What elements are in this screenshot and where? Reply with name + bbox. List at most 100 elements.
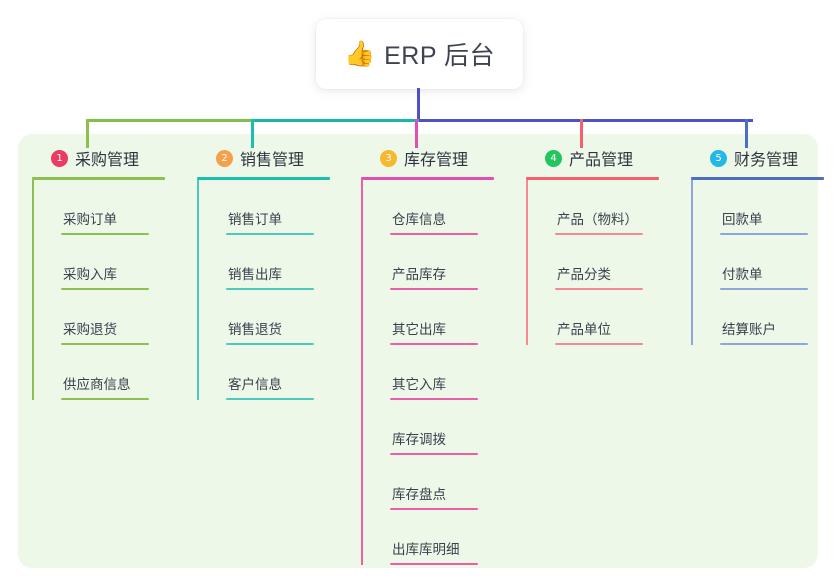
leaf-item-label: 结算账户: [722, 322, 776, 337]
leaf-item[interactable]: 出库库明细: [361, 510, 511, 565]
leaf-item-label: 采购退货: [63, 322, 117, 337]
leaf-item[interactable]: 库存调拨: [361, 400, 511, 455]
branch-drop-connector-5: [745, 119, 748, 148]
leaf-item-rule: [61, 233, 149, 235]
branch-drop-connector-1: [86, 119, 89, 148]
branch-spine-connector: [526, 180, 528, 345]
leaf-item-rule: [555, 233, 643, 235]
branch-header-rule: [197, 177, 330, 180]
leaf-item-label: 回款单: [722, 212, 763, 227]
branch-column-3: 3 库存管理仓库信息产品库存其它出库其它入库库存调拨库存盘点出库库明细: [361, 145, 511, 565]
leaf-list-1: 采购订单采购入库采购退货供应商信息: [32, 180, 182, 400]
leaf-item-rule: [226, 233, 314, 235]
leaf-item[interactable]: 采购退货: [32, 290, 182, 345]
leaf-item-rule: [61, 343, 149, 345]
leaf-item-rule: [390, 343, 478, 345]
leaf-item-rule: [390, 288, 478, 290]
root-node[interactable]: 👍 ERP 后台: [316, 19, 523, 89]
branch-title: 产品管理: [569, 152, 634, 169]
leaf-item-rule: [390, 508, 478, 510]
leaf-item-label: 出库库明细: [392, 542, 460, 557]
branch-header-1[interactable]: 1 采购管理: [32, 145, 182, 171]
leaf-item-rule: [720, 288, 808, 290]
branch-header-rule: [526, 177, 659, 180]
branch-drop-connector-2: [251, 119, 254, 148]
leaf-item-label: 采购订单: [63, 212, 117, 227]
leaf-list-3: 仓库信息产品库存其它出库其它入库库存调拨库存盘点出库库明细: [361, 180, 511, 565]
leaf-item[interactable]: 供应商信息: [32, 345, 182, 400]
bus-teal-connector: [251, 119, 419, 122]
branch-header-rule: [32, 177, 165, 180]
leaf-item-rule: [61, 398, 149, 400]
leaf-item-label: 客户信息: [228, 377, 282, 392]
leaf-item[interactable]: 仓库信息: [361, 180, 511, 235]
leaf-item-rule: [555, 288, 643, 290]
leaf-item-rule: [390, 453, 478, 455]
leaf-item[interactable]: 其它出库: [361, 290, 511, 345]
leaf-item[interactable]: 付款单: [691, 235, 839, 290]
leaf-item-label: 产品（物料）: [557, 212, 638, 227]
branch-header-4[interactable]: 4 产品管理: [526, 145, 676, 171]
leaf-item[interactable]: 销售订单: [197, 180, 347, 235]
leaf-item-label: 销售订单: [228, 212, 282, 227]
leaf-item-rule: [720, 343, 808, 345]
branch-header-rule: [361, 177, 494, 180]
leaf-item-label: 采购入库: [63, 267, 117, 282]
bus-purple-connector: [419, 119, 753, 122]
leaf-item[interactable]: 产品库存: [361, 235, 511, 290]
leaf-item-rule: [226, 343, 314, 345]
leaf-item[interactable]: 回款单: [691, 180, 839, 235]
branch-number-badge: 2: [216, 149, 233, 167]
leaf-item[interactable]: 产品（物料）: [526, 180, 676, 235]
branch-header-rule: [691, 177, 824, 180]
leaf-item[interactable]: 销售退货: [197, 290, 347, 345]
branch-drop-connector-4: [580, 119, 583, 148]
leaf-item-rule: [61, 288, 149, 290]
leaf-item-label: 付款单: [722, 267, 763, 282]
branch-column-1: 1 采购管理采购订单采购入库采购退货供应商信息: [32, 145, 182, 400]
leaf-item[interactable]: 客户信息: [197, 345, 347, 400]
leaf-item-label: 销售退货: [228, 322, 282, 337]
branch-number-badge: 4: [545, 149, 562, 167]
leaf-item-label: 产品库存: [392, 267, 446, 282]
leaf-item-label: 库存盘点: [392, 487, 446, 502]
branch-title: 采购管理: [75, 152, 140, 169]
leaf-item-label: 供应商信息: [63, 377, 131, 392]
leaf-item-label: 其它入库: [392, 377, 446, 392]
branch-title: 库存管理: [404, 152, 469, 169]
leaf-item-label: 产品分类: [557, 267, 611, 282]
leaf-item-label: 销售出库: [228, 267, 282, 282]
leaf-list-4: 产品（物料） 产品分类产品单位: [526, 180, 676, 345]
leaf-item-rule: [720, 233, 808, 235]
leaf-list-5: 回款单付款单结算账户: [691, 180, 839, 345]
leaf-item-label: 库存调拨: [392, 432, 446, 447]
leaf-item[interactable]: 采购订单: [32, 180, 182, 235]
leaf-item[interactable]: 库存盘点: [361, 455, 511, 510]
leaf-item-label: 产品单位: [557, 322, 611, 337]
leaf-item-rule: [390, 398, 478, 400]
leaf-item[interactable]: 产品单位: [526, 290, 676, 345]
branch-number-badge: 3: [380, 149, 397, 167]
leaf-item-rule: [226, 288, 314, 290]
leaf-item-rule: [226, 398, 314, 400]
root-stem-connector: [417, 88, 420, 122]
leaf-item-rule: [555, 343, 643, 345]
leaf-item[interactable]: 销售出库: [197, 235, 347, 290]
branch-spine-connector: [197, 180, 199, 400]
leaf-item[interactable]: 采购入库: [32, 235, 182, 290]
branch-header-3[interactable]: 3 库存管理: [361, 145, 511, 171]
thumbs-up-icon: 👍: [343, 39, 376, 68]
leaf-item[interactable]: 产品分类: [526, 235, 676, 290]
leaf-item[interactable]: 其它入库: [361, 345, 511, 400]
leaf-item-label: 其它出库: [392, 322, 446, 337]
branch-title: 财务管理: [734, 152, 799, 169]
branch-number-badge: 1: [51, 149, 68, 167]
leaf-item[interactable]: 结算账户: [691, 290, 839, 345]
bus-green-connector: [86, 119, 251, 122]
leaf-list-2: 销售订单销售出库销售退货客户信息: [197, 180, 347, 400]
